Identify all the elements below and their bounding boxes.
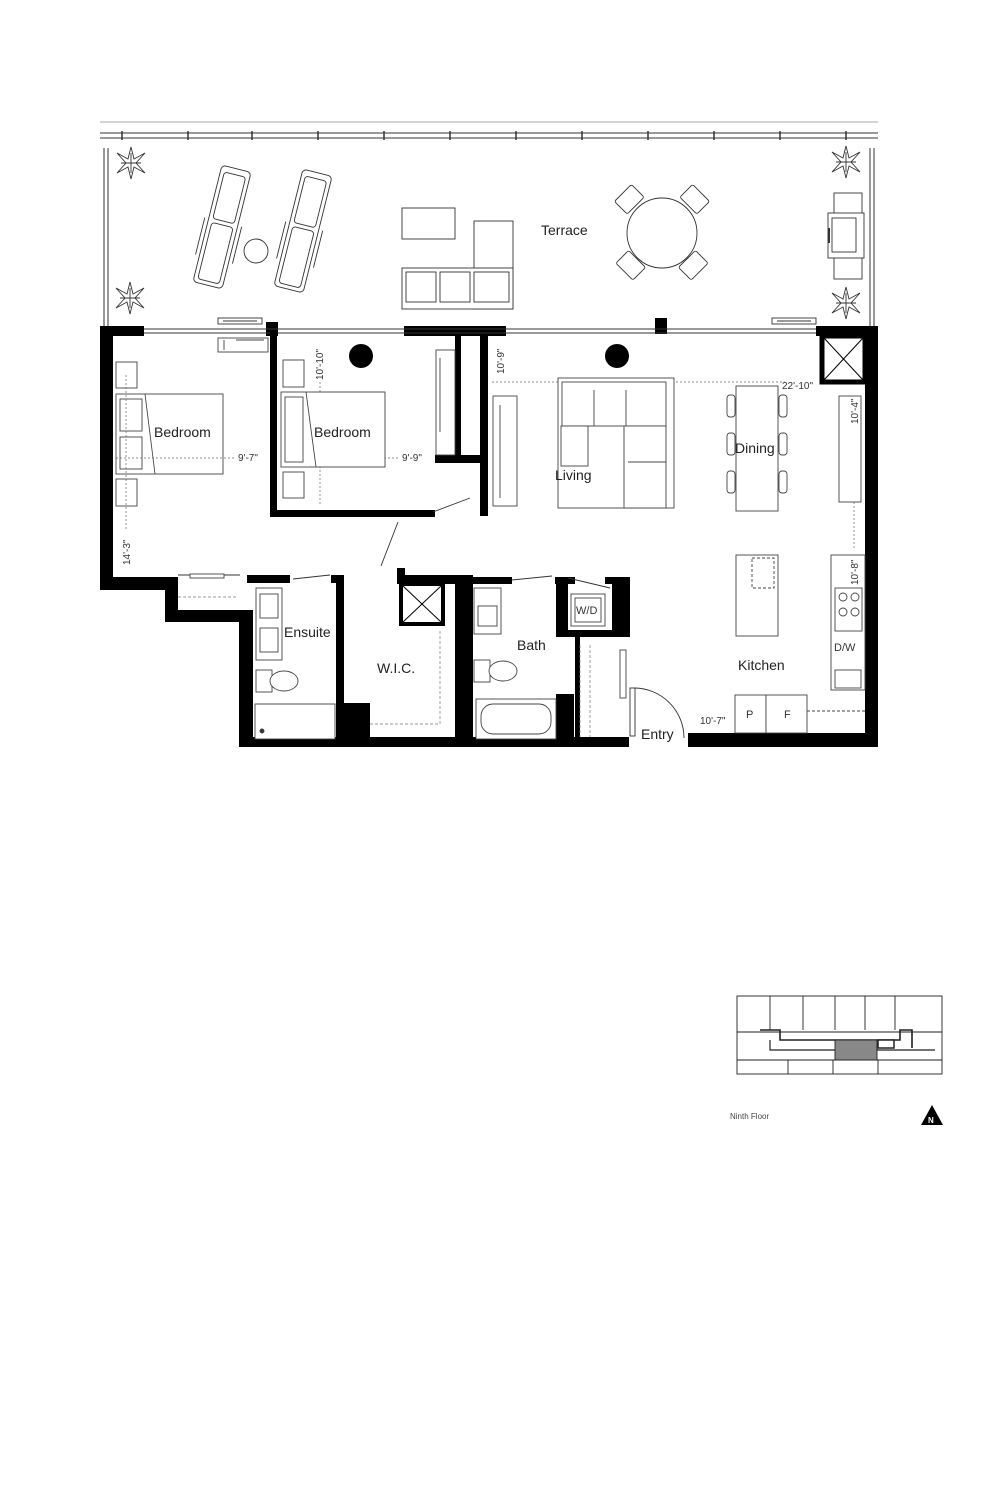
mechanical-shaft [819, 333, 868, 385]
appliance-label-dishwasher: D/W [834, 642, 856, 654]
dim-entry-width: 10'-7" [700, 716, 726, 727]
dim-bedroom-2-length: 10'-10" [315, 349, 326, 380]
interior-walls [247, 330, 630, 746]
dim-bedroom-1-length: 14'-3" [122, 539, 133, 565]
dim-bedroom-1-width: 9'-7" [238, 453, 258, 464]
coffee-table-icon [401, 207, 456, 240]
laundry-closet [570, 593, 627, 737]
structural-column [349, 344, 373, 368]
outdoor-sectional-icon [401, 220, 514, 310]
door-swing [292, 497, 611, 589]
lounge-chair-icon [274, 169, 332, 293]
ensuite [254, 587, 336, 740]
lounge-chair-icon [193, 165, 251, 289]
living-area [492, 377, 675, 509]
room-label-wic: W.I.C. [377, 660, 415, 676]
bbq-icon [827, 192, 865, 280]
north-arrow-icon [921, 1105, 943, 1125]
key-plan-caption: Ninth Floor [730, 1112, 770, 1121]
plant-icon [115, 281, 145, 315]
entry-door [629, 687, 685, 739]
side-table-icon [243, 238, 269, 264]
appliance-label-pantry: P [746, 709, 753, 721]
key-plan [736, 995, 943, 1075]
room-label-bedroom-2: Bedroom [314, 424, 371, 440]
north-arrow-label: N [928, 1116, 934, 1125]
walk-in-closet [370, 582, 445, 725]
plant-icon [831, 145, 861, 179]
structural-column [605, 344, 629, 368]
plant-icon [116, 146, 146, 180]
room-label-entry: Entry [641, 726, 674, 742]
plant-icon [831, 286, 861, 320]
room-label-kitchen: Kitchen [738, 657, 785, 673]
bath [473, 587, 557, 740]
window-sliders [217, 317, 817, 325]
bedroom-2 [280, 349, 456, 499]
dim-kitchen-depth: 10'-8" [850, 559, 861, 585]
bedroom-1 [115, 337, 269, 598]
dining-area [726, 385, 862, 512]
exterior-walls [100, 317, 878, 747]
room-label-living: Living [555, 467, 592, 483]
dim-living-length: 10'-9" [496, 348, 507, 374]
kitchen-area [734, 554, 866, 734]
room-label-dining: Dining [735, 440, 775, 456]
room-label-bedroom-1: Bedroom [154, 424, 211, 440]
dim-living-dining-width: 22'-10" [782, 381, 813, 392]
terrace: Terrace [100, 121, 878, 326]
dim-bedroom-2-width: 9'-9" [402, 453, 422, 464]
outdoor-dining-table-icon [614, 184, 710, 280]
room-label-bath: Bath [517, 637, 546, 653]
room-label-laundry: W/D [576, 605, 597, 617]
room-label-terrace: Terrace [541, 222, 588, 238]
room-label-ensuite: Ensuite [284, 624, 331, 640]
railing-posts [121, 131, 847, 140]
appliance-label-fridge: F [784, 709, 791, 721]
dim-dining-depth: 10'-4" [850, 398, 861, 424]
